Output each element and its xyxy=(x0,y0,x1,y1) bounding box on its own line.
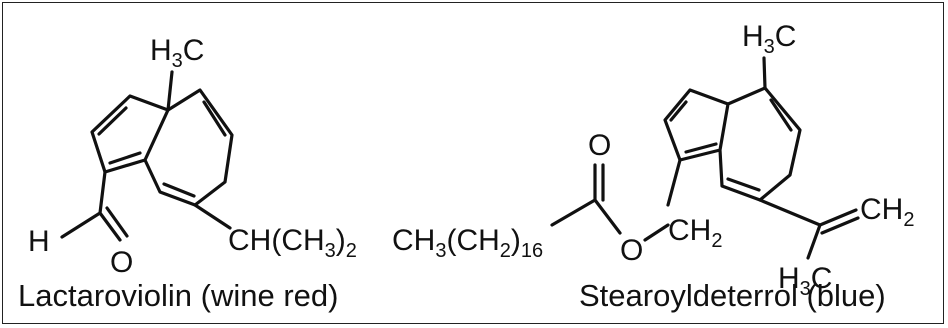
stear-ester-bonds xyxy=(550,163,670,242)
stear-carbonyl-o: O xyxy=(588,129,611,162)
stear-vinyl-methyl-label: H3C xyxy=(778,262,832,300)
lacta-ring-bonds xyxy=(90,88,234,207)
stear-chain-label: CH3(CH2)16 xyxy=(392,224,543,262)
lacta-double-bonds xyxy=(97,100,227,198)
figure-frame xyxy=(2,2,944,324)
lacta-methyl-bond xyxy=(166,70,174,112)
stear-ester-o: O xyxy=(620,234,643,267)
stearoyldeterrol-structure: H3C CH3(CH2)16 O O CH2 CH2 H3C Stearoyld… xyxy=(392,20,914,313)
lactaroviolin-structure: H3C H O CH(CH3)2 Lactaroviolin (wine red… xyxy=(18,34,357,313)
stear-ch2-bond xyxy=(666,158,682,207)
lacta-aldehyde-h: H xyxy=(28,225,50,258)
lacta-aldehyde-bond xyxy=(60,170,129,242)
stear-caption: Stearoyldeterrol (blue) xyxy=(579,278,886,313)
lacta-aldehyde-o: O xyxy=(110,246,133,279)
lacta-caption: Lactaroviolin (wine red) xyxy=(18,278,338,313)
stear-ch2-label: CH2 xyxy=(668,214,722,252)
stear-isopropenyl-bonds xyxy=(758,198,860,260)
lacta-methyl-label: H3C xyxy=(150,34,204,72)
lacta-isopropyl-label: CH(CH3)2 xyxy=(228,224,357,262)
stear-methyl-bond xyxy=(762,56,767,90)
stear-double-bonds xyxy=(669,98,793,192)
stear-vinyl-label: CH2 xyxy=(860,193,914,231)
stear-methyl-label: H3C xyxy=(742,20,796,58)
lacta-isopropyl-bond xyxy=(193,203,232,230)
